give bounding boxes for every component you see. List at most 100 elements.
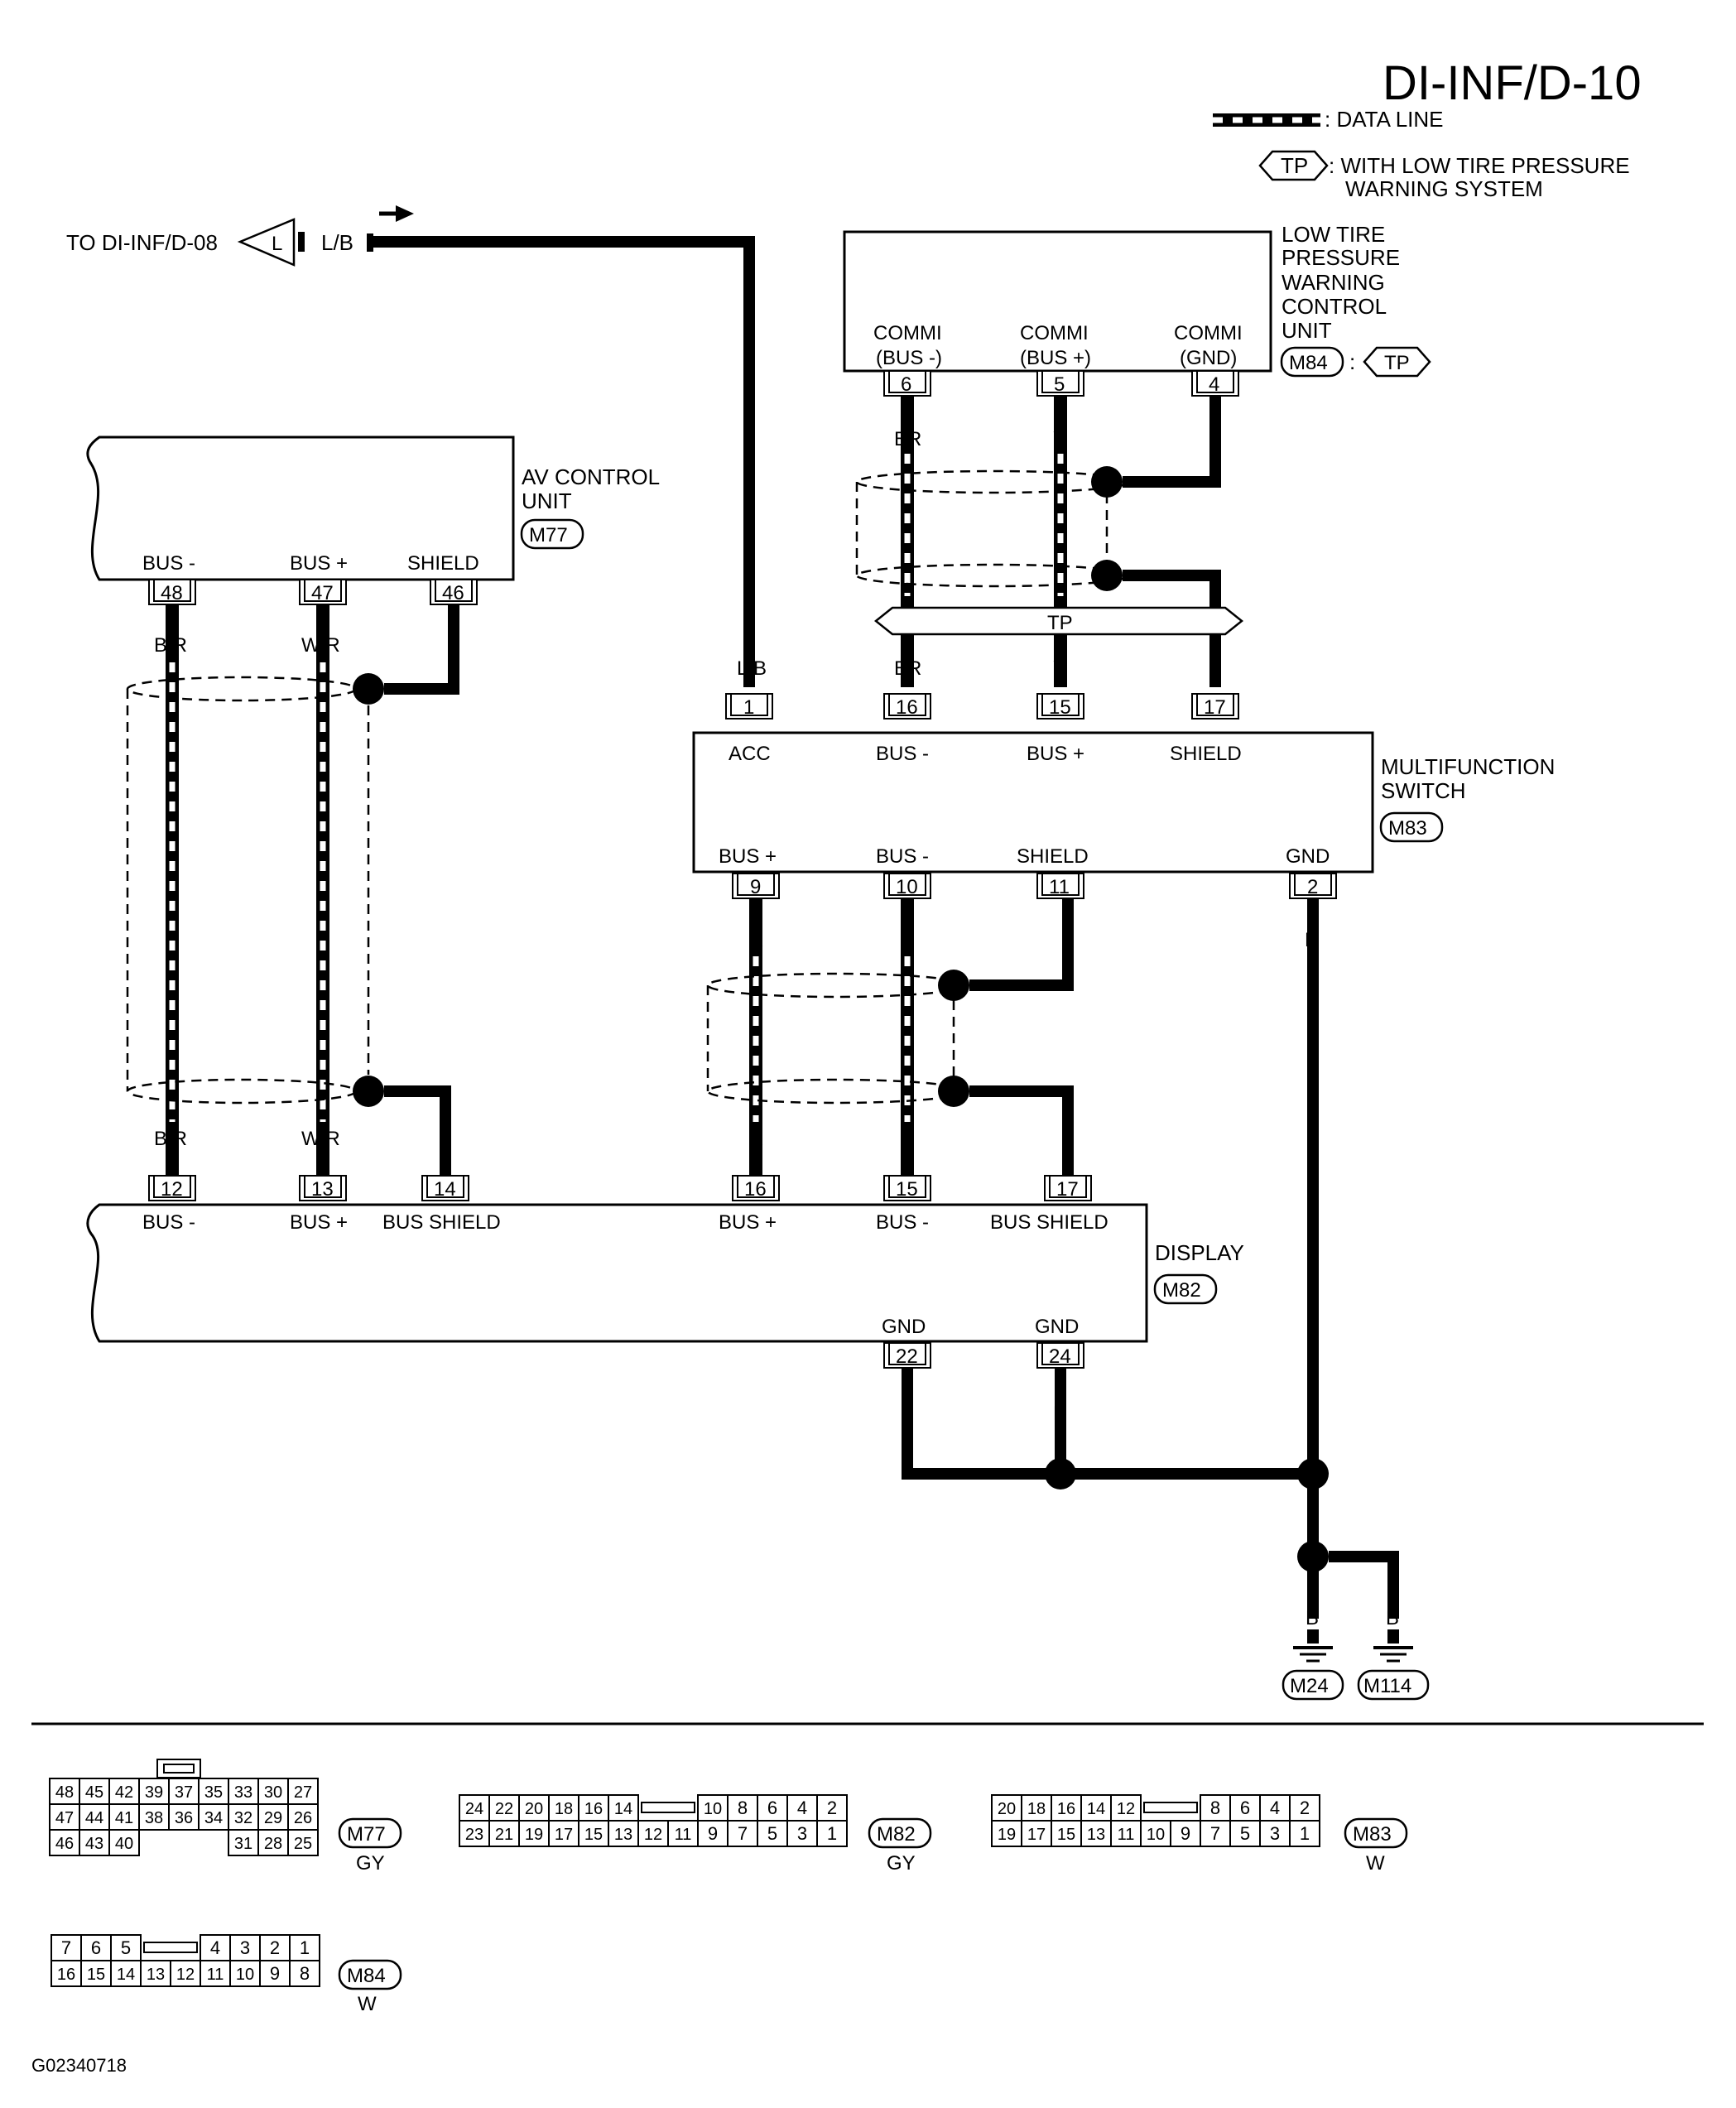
connector-cavity: [287, 1829, 319, 1856]
multifunction-switch-box: [692, 731, 1374, 874]
disp-wire-wr: W/R: [301, 1128, 340, 1150]
ltpw-shield-splice-top: [1091, 466, 1123, 498]
mfs-pin-1: 1: [725, 693, 773, 720]
connector-cavity-number: 8: [300, 1963, 310, 1984]
ltpw-connector-code: M84: [1280, 346, 1344, 378]
connector-cavity: [548, 1794, 579, 1822]
mfs-name-2: SWITCH: [1381, 778, 1466, 803]
av-pin-46: 46: [430, 579, 478, 605]
mfs-shield-top: [706, 972, 966, 999]
av-pin-47: 47: [299, 579, 347, 605]
connector-cavity-number: 37: [175, 1783, 193, 1802]
connector-cavity-number: 17: [1027, 1826, 1046, 1844]
mfs-pin10-label: BUS -: [876, 845, 929, 868]
ltpw-name-1: LOW TIRE: [1282, 222, 1385, 247]
mfs-shield-splice-top: [938, 970, 969, 1001]
connector-cavity-number: 11: [1118, 1826, 1135, 1844]
connector-cavity-number: 5: [1240, 1823, 1250, 1844]
connector-cavity: [1080, 1794, 1112, 1822]
mfs-pin15-label: BUS +: [1027, 743, 1084, 765]
display-pin-22: 22: [883, 1342, 931, 1369]
wire-l-b: [373, 236, 755, 687]
svg-text:5: 5: [1054, 373, 1065, 396]
connector-cavity: [110, 1934, 142, 1961]
connector-cavity: [138, 1803, 170, 1831]
connector-cavity-number: 19: [525, 1826, 543, 1844]
svg-text:16: 16: [744, 1178, 767, 1201]
connector-cavity-number: 31: [234, 1835, 252, 1853]
connector-cavity-number: 9: [708, 1823, 718, 1844]
mfs-pin-2: 2: [1289, 873, 1337, 899]
display-name: DISPLAY: [1155, 1240, 1244, 1265]
connector-cavity-number: 18: [1027, 1800, 1046, 1818]
mfs-wire-lb: L/B: [737, 657, 767, 680]
display-pin-14: 14: [421, 1175, 469, 1201]
connector-cavity: [488, 1794, 520, 1822]
connector-cavity: [287, 1778, 319, 1805]
connector-cavity-number: 14: [117, 1966, 135, 1984]
connector-cavity: [1021, 1820, 1052, 1847]
svg-text:47: 47: [311, 582, 334, 604]
connector-cavity-number: 3: [1270, 1823, 1280, 1844]
connector-cavity-number: 27: [294, 1783, 312, 1802]
ground-symbol-m24: M24: [1282, 1646, 1344, 1701]
disp-wire-r: R: [749, 1128, 763, 1150]
connector-cavity-number: 11: [207, 1966, 224, 1984]
connector-cavity-number: 20: [525, 1800, 543, 1818]
ltpw-tp-badge: TP: [1363, 346, 1431, 378]
svg-text:M84: M84: [1289, 352, 1328, 374]
connector-cavity-number: 8: [738, 1798, 748, 1818]
connector-cavity-number: 10: [236, 1966, 254, 1984]
av-name-1: AV CONTROL: [522, 464, 660, 489]
connector-cavity-number: 19: [998, 1826, 1016, 1844]
connector-cavity: [198, 1803, 229, 1831]
av-control-unit-box: [86, 436, 515, 581]
svg-text:GY: GY: [356, 1852, 385, 1875]
disp-wire-br: B/R: [154, 1128, 187, 1150]
ground-m114-wire: B: [1386, 1607, 1399, 1629]
connector-cavity-number: 43: [85, 1835, 103, 1853]
mfs-pin-10: 10: [883, 873, 931, 899]
mfs-wire-y: Y: [1053, 657, 1066, 680]
svg-text:W: W: [358, 1993, 377, 2015]
connector-cavity-number: 38: [145, 1809, 163, 1827]
connector-cavity: [1259, 1820, 1291, 1847]
connector-cavity: [991, 1794, 1022, 1822]
svg-text:17: 17: [1056, 1178, 1079, 1201]
connector-cavity-number: 12: [644, 1826, 662, 1844]
svg-text::: :: [1349, 349, 1355, 374]
connector-cavity: [140, 1960, 171, 1987]
connector-cavity-number: 4: [797, 1798, 807, 1818]
svg-text:1: 1: [743, 696, 754, 719]
connector-cavity: [289, 1934, 320, 1961]
connector-cavity-number: 41: [115, 1809, 133, 1827]
connector-cavity: [168, 1778, 200, 1805]
connector-cavity: [757, 1820, 788, 1847]
connector-cavity: [108, 1829, 140, 1856]
display-pin-12: 12: [148, 1175, 196, 1201]
connector-cavity-number: 18: [555, 1800, 573, 1818]
connector-cavity: [578, 1820, 609, 1847]
connector-cavity-number: 15: [584, 1826, 603, 1844]
connector-cavity-number: 36: [175, 1809, 193, 1827]
mfs-pin-15: 15: [1036, 693, 1084, 720]
connector-cavity-number: 12: [1117, 1800, 1135, 1818]
svg-text:M82: M82: [1162, 1279, 1201, 1302]
svg-text:46: 46: [442, 582, 464, 604]
svg-text:2: 2: [1307, 876, 1318, 898]
connector-cavity-number: 6: [91, 1937, 101, 1958]
connector-cavity-number: 10: [1147, 1826, 1165, 1844]
ltpw-shield-splice-bottom: [1091, 560, 1123, 591]
ltpw-pin-6: 6: [883, 370, 931, 397]
mfs-pin-9: 9: [732, 873, 780, 899]
connector-cavity-number: 39: [145, 1783, 163, 1802]
svg-text:14: 14: [434, 1178, 456, 1201]
connector-cavity: [1170, 1820, 1201, 1847]
display-pin-13: 13: [299, 1175, 347, 1201]
connector-cavity-number: 24: [465, 1800, 483, 1818]
connector-cavity-number: 29: [264, 1809, 282, 1827]
svg-text:9: 9: [750, 876, 761, 898]
connector-cavity-number: 2: [270, 1937, 280, 1958]
svg-text:GY: GY: [887, 1852, 916, 1875]
